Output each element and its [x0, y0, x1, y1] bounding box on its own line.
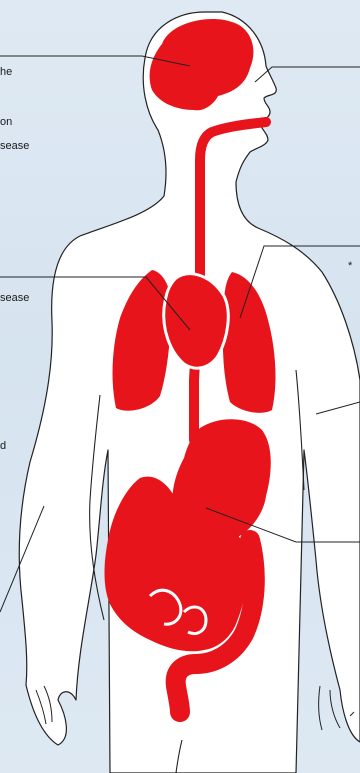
label-lungs: *	[348, 260, 352, 272]
label-eye-line2: sease	[0, 140, 29, 152]
heart	[164, 274, 229, 368]
label-heart: sease	[0, 292, 29, 304]
label-stomach: d	[0, 440, 6, 452]
label-eye-line1: on	[0, 116, 12, 128]
right-hand-detail	[319, 686, 340, 730]
label-brain: he	[0, 66, 12, 78]
